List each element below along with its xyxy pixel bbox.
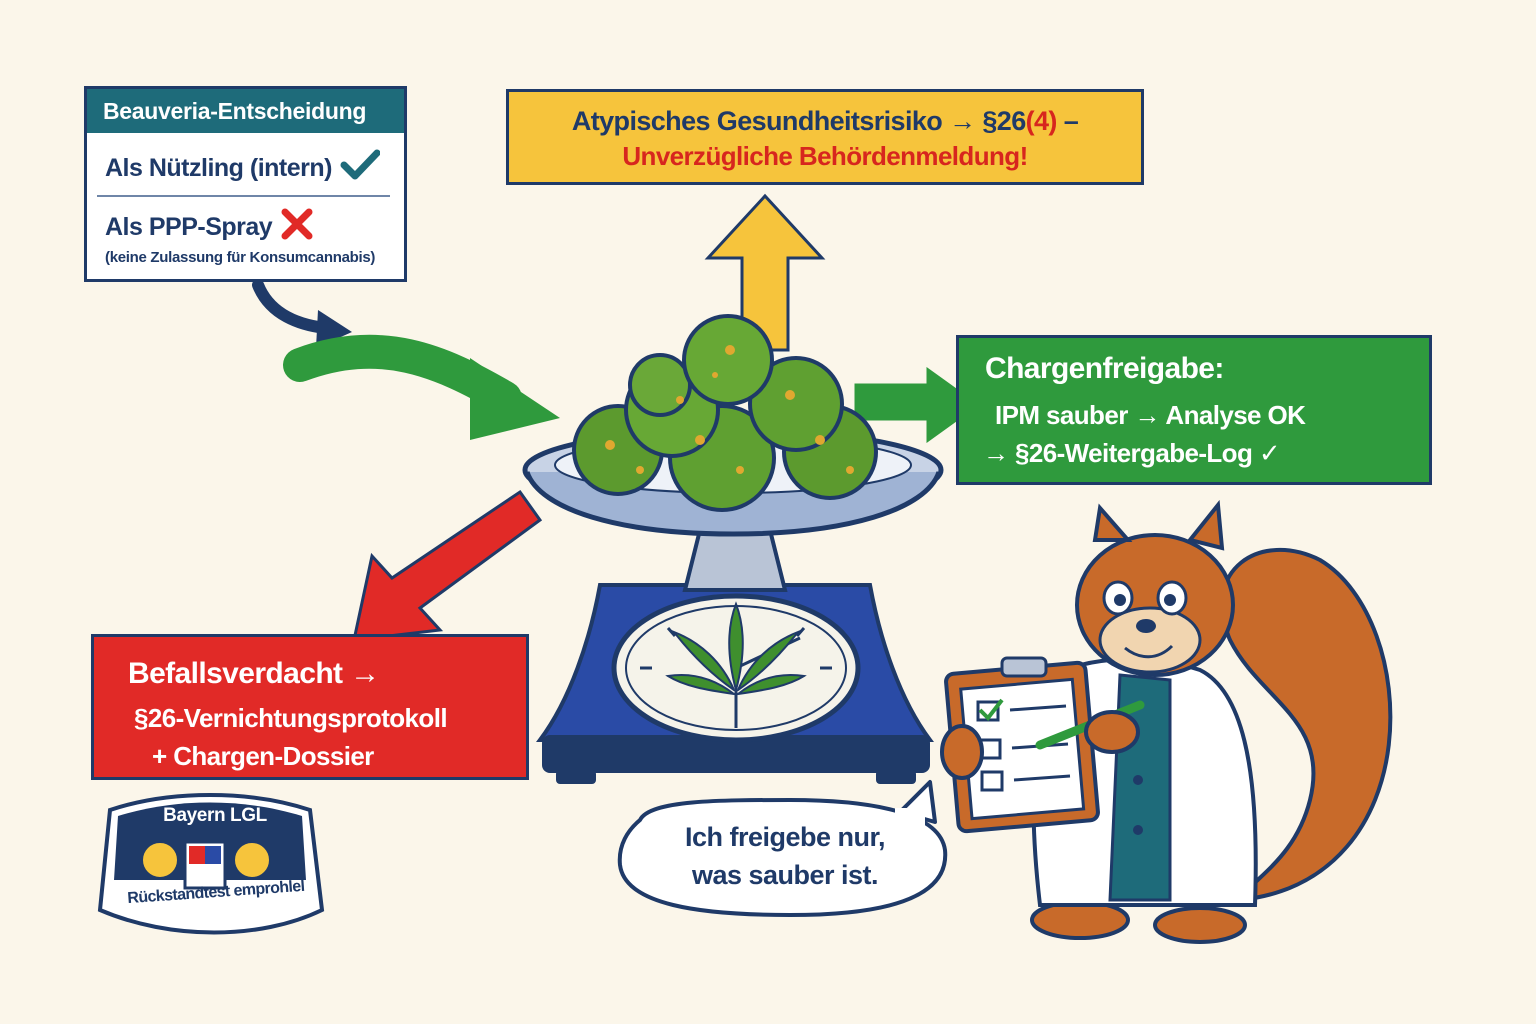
release-title: Chargenfreigabe: — [985, 352, 1224, 385]
down-left-arrow-icon — [352, 489, 543, 642]
suspicion-line-1: §26-Vernichtungsprotokoll — [134, 703, 448, 733]
divider — [97, 195, 390, 197]
suspicion-title: Befallsverdacht → — [128, 657, 380, 690]
badge-title: Bayern LGL — [163, 805, 267, 826]
navy-curved-arrow — [252, 279, 352, 348]
alert-line-1-highlight: (4) — [1025, 106, 1058, 136]
speech-text: Ich freigebe nur, was sauber ist. — [640, 818, 930, 894]
spray-note: (keine Zulassung für Konsumcannabis) — [105, 249, 376, 266]
cannabis-buds — [572, 314, 878, 512]
beauveria-decision-box: Beauveria-Entscheidung Als Nützling (int… — [84, 86, 407, 282]
speech-bubble — [617, 780, 948, 918]
alert-line-1-prefix: Atypisches Gesundheitsrisiko → §26 — [571, 106, 1026, 136]
release-line-1: IPM sauber → Analyse OK — [995, 400, 1306, 430]
green-curved-arrow — [283, 334, 560, 440]
alert-line-2: Unverzügliche Behördenmeldung! — [622, 141, 1028, 171]
checkmark-icon — [340, 149, 381, 188]
option-spray-row: Als PPP-Spray — [105, 207, 314, 248]
speech-line-2: was sauber ist. — [691, 860, 879, 890]
infestation-suspicion-box: Befallsverdacht → §26-Vernichtungsprotok… — [91, 634, 529, 780]
up-arrow-icon — [704, 193, 826, 352]
alert-line-1: Atypisches Gesundheitsrisiko → §26(4) – — [509, 106, 1141, 137]
option-internal-row: Als Nützling (intern) — [105, 149, 381, 188]
squirrel-scientist — [940, 499, 1393, 944]
option-spray-label: Als PPP-Spray — [105, 213, 273, 241]
batch-release-box: Chargenfreigabe: IPM sauber → Analyse OK… — [956, 335, 1432, 485]
option-internal-label: Als Nützling (intern) — [105, 154, 332, 182]
health-risk-alert: Atypisches Gesundheitsrisiko → §26(4) – … — [506, 89, 1144, 185]
suspicion-line-2: + Chargen-Dossier — [152, 741, 374, 771]
lion-crest-icon — [97, 793, 325, 935]
release-line-2: → §26-Weitergabe-Log ✓ — [983, 438, 1281, 468]
clipboard-icon — [944, 656, 1100, 834]
cannabis-leaf-icon — [665, 601, 807, 728]
alert-line-1-suffix: – — [1056, 106, 1079, 136]
cross-icon — [280, 207, 314, 248]
speech-line-1: Ich freigebe nur, — [684, 822, 886, 852]
beauveria-title: Beauveria-Entscheidung — [87, 89, 404, 133]
